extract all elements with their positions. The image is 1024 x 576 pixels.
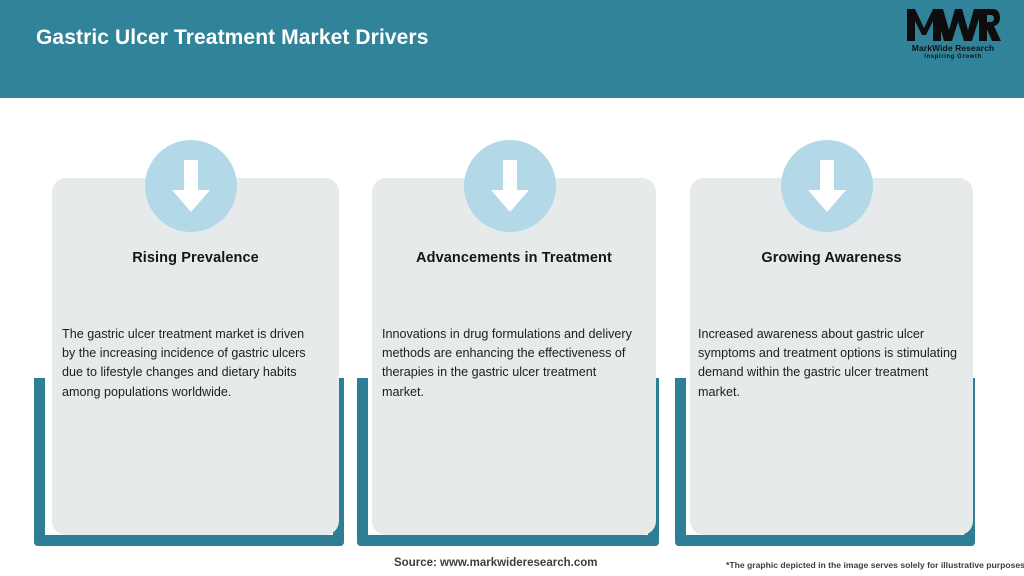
card-body-text: The gastric ulcer treatment market is dr…	[62, 327, 306, 399]
driver-card-rising-prevalence[interactable]: Rising Prevalence The gastric ulcer trea…	[34, 98, 356, 546]
card-body-text: Innovations in drug formulations and del…	[382, 327, 632, 399]
drivers-card-area: Rising Prevalence The gastric ulcer trea…	[0, 98, 1024, 546]
card-panel	[52, 178, 339, 535]
arrow-down-icon	[145, 140, 237, 232]
card-heading: Advancements in Treatment	[416, 250, 612, 266]
brand-logo: MarkWide Research Inspiring Growth	[898, 8, 1008, 64]
driver-card-advancements-in-treatment[interactable]: Advancements in Treatment Innovations in…	[354, 98, 674, 546]
card-panel	[372, 178, 656, 535]
card-heading: Rising Prevalence	[132, 250, 259, 266]
logo-company-name: MarkWide Research	[911, 43, 995, 53]
page-title: Gastric Ulcer Treatment Market Drivers	[36, 26, 429, 49]
arrow-down-icon	[464, 140, 556, 232]
driver-card-growing-awareness[interactable]: Growing Awareness Increased awareness ab…	[672, 98, 992, 546]
mwr-logo-icon	[907, 9, 1001, 41]
card-body-text: Increased awareness about gastric ulcer …	[698, 327, 957, 399]
logo-tagline: Inspiring Growth	[924, 54, 982, 60]
footer-source-link[interactable]: Source: www.markwideresearch.com	[394, 557, 598, 569]
header-bar: Gastric Ulcer Treatment Market Drivers M…	[0, 0, 1024, 98]
arrow-down-icon	[781, 140, 873, 232]
card-panel	[690, 178, 973, 535]
footer-disclaimer: *The graphic depicted in the image serve…	[726, 560, 1024, 570]
card-heading: Growing Awareness	[761, 250, 902, 266]
